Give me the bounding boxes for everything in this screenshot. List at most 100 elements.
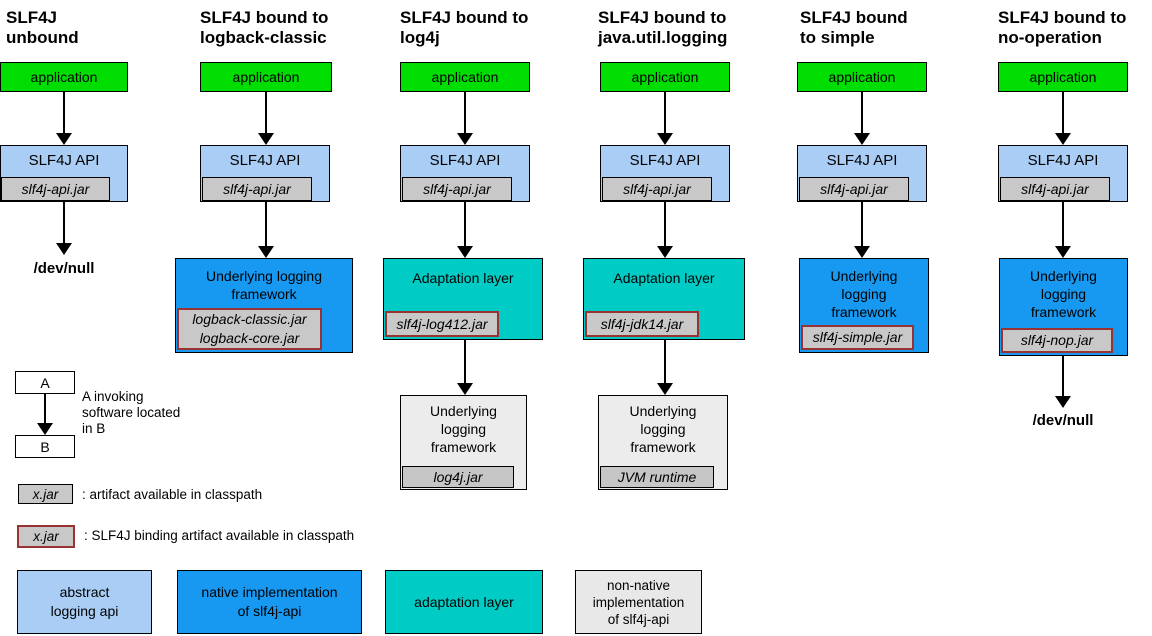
underlying-framework-label: Underlying logging framework [206,268,322,302]
legend-invokee-label: B [40,438,50,455]
key-abstract-logging-api-box: abstract logging api [17,570,152,634]
legend-artifact-jar-box: x.jar [18,484,73,504]
arrow-head [37,423,53,435]
underlying-framework-label: Underlying logging framework [430,403,497,455]
column-unbound-title: SLF4J unbound [6,8,79,47]
slf4j-api-label: SLF4J API [229,152,301,169]
arrow-shaft [664,92,666,134]
column-simple-framework-box: Underlying logging framework slf4j-simpl… [799,258,929,353]
application-label: application [631,69,699,85]
arrow-head [56,133,72,145]
key-adaptation-layer-label: adaptation layer [414,593,514,610]
column-nop-api-box: SLF4J API slf4j-api.jar [998,145,1128,202]
down-arrow-icon [56,202,72,255]
arrow-head [457,133,473,145]
legend-invoke-caption: A invoking software located in B [82,389,181,436]
key-non-native-implementation-label: non-native implementation of slf4j-api [592,577,685,627]
underlying-framework-label: Underlying logging framework [1030,268,1097,320]
column-log4j-title: SLF4J bound to log4j [400,8,529,47]
column-logback-framework-box: Underlying logging framework logback-cla… [175,258,353,353]
arrow-head [854,133,870,145]
slf4j-api-jar-label: slf4j-api.jar [1021,180,1089,197]
down-arrow-icon [457,92,473,145]
slf4j-api-jar-box: slf4j-api.jar [402,177,512,201]
nop-binding-jar-label: slf4j-nop.jar [1020,332,1094,348]
application-label: application [431,69,499,85]
adaptation-layer-label: Adaptation layer [613,270,715,286]
column-simple-title: SLF4J bound to simple [800,8,908,47]
log4j-jar-box: log4j.jar [402,466,514,488]
slf4j-api-label: SLF4J API [826,152,898,169]
down-arrow-icon [1055,356,1071,408]
column-logback-api-box: SLF4J API slf4j-api.jar [200,145,330,202]
down-arrow-icon [657,92,673,145]
slf4j-api-jar-label: slf4j-api.jar [820,180,888,197]
log4j-jar-label: log4j.jar [433,468,483,485]
legend-binding-caption: : SLF4J binding artifact available in cl… [84,528,355,543]
arrow-shaft [63,202,65,244]
nop-binding-jar-box: slf4j-nop.jar [1001,328,1113,353]
legend-binding-jar-box: x.jar [17,525,75,548]
slf4j-api-jar-box: slf4j-api.jar [602,177,712,201]
column-nop-title: SLF4J bound to no-operation [998,8,1127,47]
legend-invoker-box: A [15,371,75,394]
arrow-shaft [1062,202,1064,247]
slf4j-api-jar-box: slf4j-api.jar [1000,177,1110,201]
arrow-head [457,246,473,258]
arrow-head [1055,246,1071,258]
slf4j-api-jar-box: slf4j-api.jar [799,177,909,201]
arrow-shaft [664,340,666,384]
down-arrow-icon [258,92,274,145]
column-log4j-api-box: SLF4J API slf4j-api.jar [400,145,530,202]
column-jul-api-box: SLF4J API slf4j-api.jar [600,145,730,202]
arrow-shaft [464,340,466,384]
arrow-head [457,383,473,395]
arrow-head [657,246,673,258]
key-native-implementation-box: native implementation of slf4j-api [177,570,362,634]
column-jul-adaptation-box: Adaptation layer slf4j-jdk14.jar [583,258,745,340]
devnull-label: /dev/null [33,260,95,277]
key-native-implementation-label: native implementation of slf4j-api [201,584,338,619]
arrow-shaft [265,202,267,247]
down-arrow-icon [657,340,673,395]
column-log4j-adaptation-box: Adaptation layer slf4j-log412.jar [383,258,543,340]
slf4j-api-jar-label: slf4j-api.jar [623,180,691,197]
slf4j-api-jar-label: slf4j-api.jar [223,180,291,197]
arrow-head [854,246,870,258]
legend-artifact-jar-label: x.jar [32,486,59,502]
logback-jar-label: logback-classic.jar logback-core.jar [192,311,307,346]
legend-invoker-label: A [40,374,50,391]
jdk14-binding-jar-box: slf4j-jdk14.jar [585,311,699,337]
devnull-label: /dev/null [1032,412,1094,429]
arrow-shaft [464,92,466,134]
arrow-shaft [265,92,267,134]
simple-binding-jar-box: slf4j-simple.jar [801,325,914,350]
slf4j-api-jar-box: slf4j-api.jar [1,177,110,201]
slf4j-api-jar-label: slf4j-api.jar [21,180,90,197]
arrow-head [258,133,274,145]
slf4j-api-jar-box: slf4j-api.jar [202,177,312,201]
down-arrow-icon [457,340,473,395]
column-nop-application-box: application [998,62,1128,92]
slf4j-api-label: SLF4J API [629,152,701,169]
down-arrow-icon [37,394,53,435]
application-label: application [232,69,300,85]
adaptation-layer-label: Adaptation layer [412,270,514,286]
arrow-head [657,133,673,145]
application-label: application [30,69,98,85]
application-label: application [828,69,896,85]
column-nop-framework-box: Underlying logging framework slf4j-nop.j… [999,258,1128,356]
arrow-head [56,243,72,255]
slf4j-api-label: SLF4J API [1027,152,1099,169]
column-jul-framework-box: Underlying logging framework JVM runtime [598,395,728,490]
arrow-shaft [63,92,65,134]
key-abstract-logging-api-label: abstract logging api [50,584,119,619]
column-simple-application-box: application [797,62,927,92]
arrow-shaft [664,202,666,247]
arrow-shaft [861,92,863,134]
column-log4j-application-box: application [400,62,530,92]
underlying-framework-label: Underlying logging framework [629,403,697,455]
column-unbound-api-box: SLF4J API slf4j-api.jar [0,145,128,202]
legend-invokee-box: B [15,435,75,458]
